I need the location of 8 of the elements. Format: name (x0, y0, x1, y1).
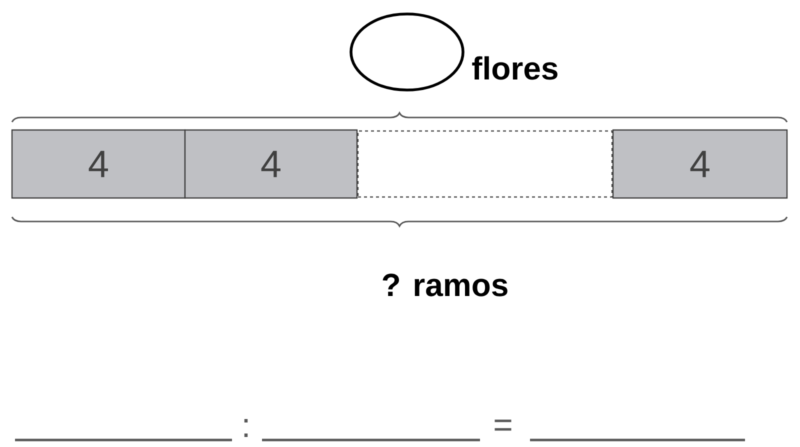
bar-segment: 4 (612, 129, 788, 199)
operator-sign: : (244, 419, 248, 437)
operator-sign: = (494, 420, 512, 431)
bar-segment: 4 (11, 129, 186, 199)
question-label: ? ramos (382, 274, 508, 296)
node-label: flores (472, 56, 558, 80)
answer-oval (350, 12, 464, 92)
bar-segment: 4 (184, 129, 358, 199)
